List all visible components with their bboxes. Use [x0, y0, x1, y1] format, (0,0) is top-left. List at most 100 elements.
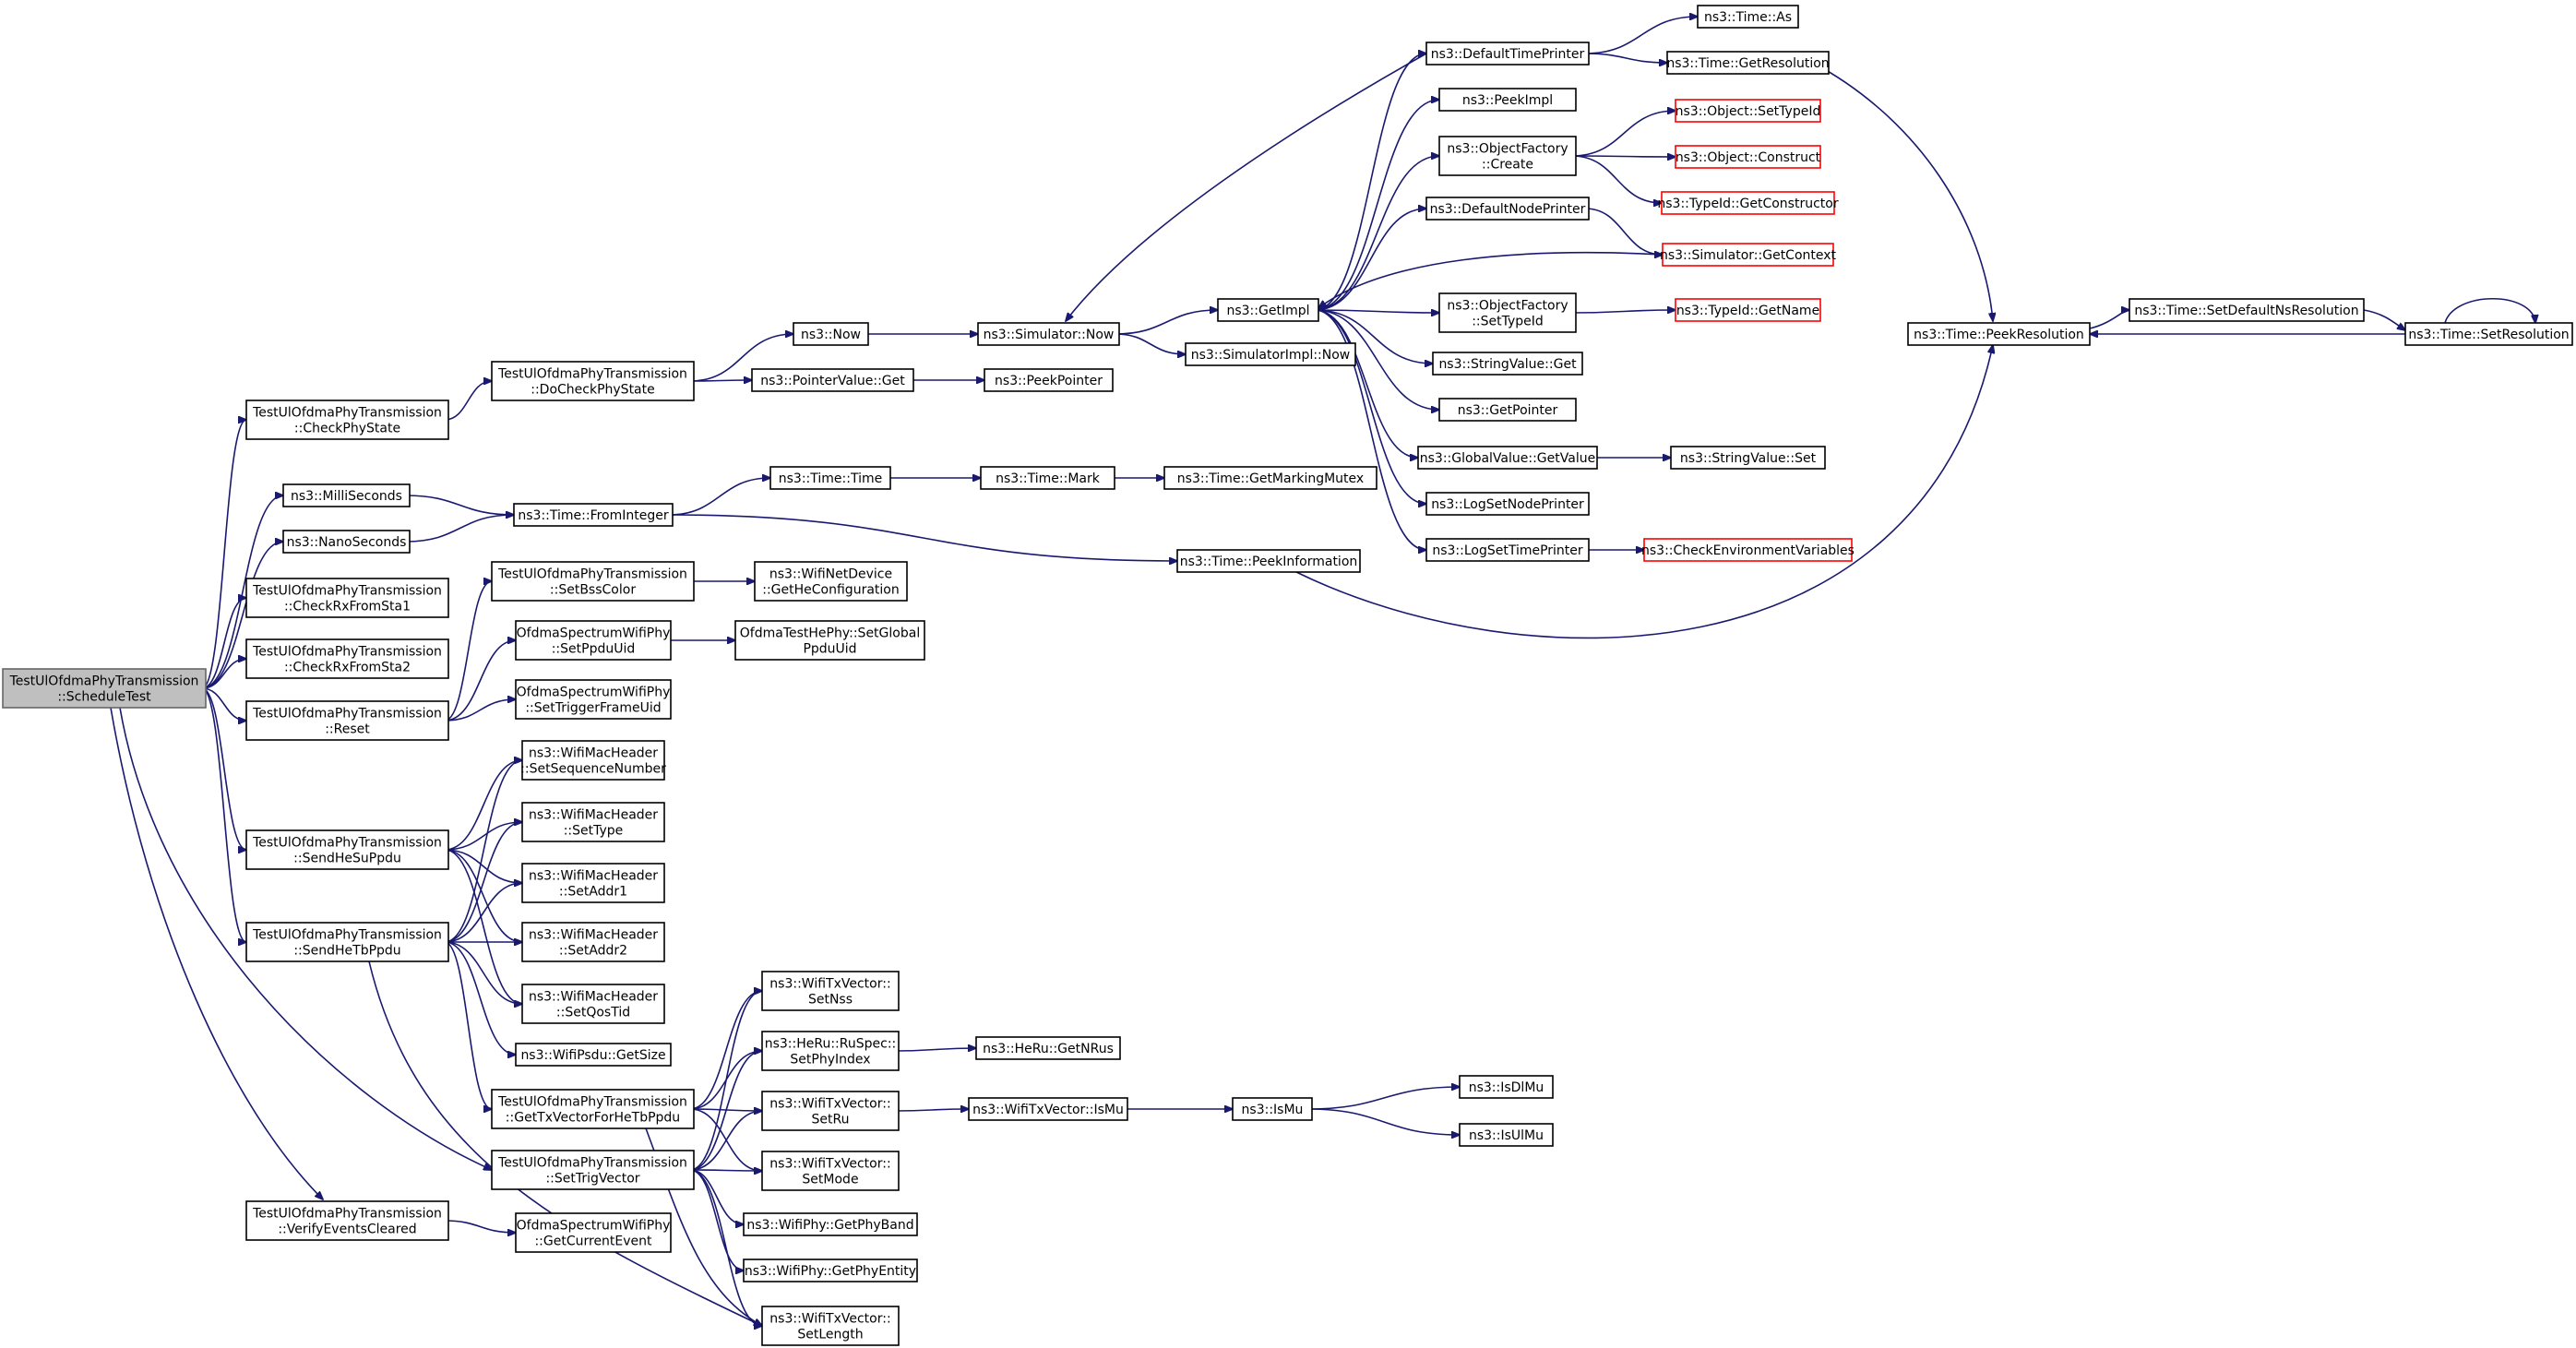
function-node[interactable]: ns3::WifiTxVector::SetLength: [761, 1306, 900, 1346]
call-edge: [110, 707, 323, 1199]
function-node[interactable]: TestUlOfdmaPhyTransmission::CheckRxFromS…: [245, 638, 449, 679]
node-label: OfdmaSpectrumWifiPhy: [517, 626, 671, 641]
function-node[interactable]: ns3::PeekPointer: [984, 368, 1114, 392]
function-node[interactable]: ns3::Now: [793, 322, 869, 346]
function-node[interactable]: ns3::LogSetNodePrinter: [1425, 492, 1590, 516]
function-node[interactable]: ns3::Object::SetTypeId: [1675, 99, 1821, 123]
function-node[interactable]: ns3::ObjectFactory::Create: [1438, 136, 1577, 176]
call-edge: [444, 849, 522, 1004]
node-label: ns3::PeekImpl: [1462, 93, 1553, 108]
function-node[interactable]: TestUlOfdmaPhyTransmission::CheckRxFromS…: [245, 578, 449, 618]
function-node[interactable]: OfdmaSpectrumWifiPhy::SetTriggerFrameUid: [515, 679, 672, 720]
function-node[interactable]: OfdmaSpectrumWifiPhy::SetPpduUid: [515, 620, 672, 661]
function-node[interactable]: ns3::DefaultTimePrinter: [1425, 42, 1590, 66]
node-label: TestUlOfdmaPhyTransmission: [252, 707, 442, 722]
call-edge: [405, 495, 514, 515]
function-node[interactable]: TestUlOfdmaPhyTransmission::VerifyEvents…: [245, 1200, 449, 1241]
function-node[interactable]: ns3::Time::PeekResolution: [1907, 322, 2091, 346]
function-node[interactable]: ns3::Time::FromInteger: [513, 503, 674, 527]
function-node[interactable]: OfdmaSpectrumWifiPhy::GetCurrentEvent: [515, 1212, 672, 1253]
function-node[interactable]: ns3::WifiPhy::GetPhyBand: [743, 1212, 918, 1236]
function-node[interactable]: ns3::MilliSeconds: [282, 483, 411, 507]
function-node[interactable]: TestUlOfdmaPhyTransmission::GetTxVectorF…: [491, 1089, 695, 1129]
function-node[interactable]: ns3::HeRu::RuSpec::SetPhyIndex: [761, 1031, 900, 1071]
node-label: ::Create: [1482, 158, 1533, 173]
function-node[interactable]: ns3::CheckEnvironmentVariables: [1641, 538, 1854, 562]
function-node[interactable]: ns3::Time::PeekInformation: [1176, 549, 1361, 573]
function-node[interactable]: ns3::Time::SetResolution: [2404, 322, 2573, 346]
function-node[interactable]: ns3::IsMu: [1232, 1097, 1313, 1121]
function-node[interactable]: ns3::GetPointer: [1438, 398, 1577, 422]
function-node[interactable]: TestUlOfdmaPhyTransmission::Reset: [245, 700, 449, 741]
function-node[interactable]: ns3::Simulator::GetContext: [1660, 243, 1837, 267]
call-edge: [444, 381, 492, 421]
call-edge: [1115, 333, 1186, 354]
function-node[interactable]: TestUlOfdmaPhyTransmission::DoCheckPhySt…: [491, 361, 695, 401]
call-nodes: TestUlOfdmaPhyTransmission::ScheduleTest…: [2, 5, 2573, 1346]
function-node[interactable]: ns3::LogSetTimePrinter: [1425, 538, 1590, 562]
function-node[interactable]: TestUlOfdmaPhyTransmission::SetBssColor: [491, 561, 695, 602]
node-label: ns3::DefaultTimePrinter: [1431, 47, 1585, 62]
call-edge: [1571, 156, 1676, 157]
call-edge: [201, 659, 246, 689]
root-function-node[interactable]: TestUlOfdmaPhyTransmission::ScheduleTest: [2, 668, 207, 709]
node-label: TestUlOfdmaPhyTransmission: [497, 1095, 687, 1110]
function-node[interactable]: ns3::IsDlMu: [1459, 1075, 1554, 1099]
node-label: TestUlOfdmaPhyTransmission: [497, 567, 687, 582]
call-edge: [689, 1051, 762, 1171]
function-node[interactable]: ns3::TypeId::GetName: [1675, 298, 1821, 322]
function-node[interactable]: TestUlOfdmaPhyTransmission::SendHeTbPpdu: [245, 922, 449, 962]
function-node[interactable]: ns3::WifiMacHeader::SetAddr2: [521, 922, 665, 962]
function-node[interactable]: ns3::Time::As: [1697, 5, 1799, 29]
function-node[interactable]: ns3::WifiTxVector::SetMode: [761, 1151, 900, 1191]
call-edge: [894, 1109, 969, 1111]
function-node[interactable]: TestUlOfdmaPhyTransmission::SendHeSuPpdu: [245, 829, 449, 870]
node-label: ns3::WifiMacHeader: [529, 808, 658, 823]
function-node[interactable]: ns3::ObjectFactory::SetTypeId: [1438, 292, 1577, 333]
function-node[interactable]: TestUlOfdmaPhyTransmission::CheckPhyStat…: [245, 400, 449, 440]
function-node[interactable]: ns3::StringValue::Get: [1432, 352, 1583, 376]
node-label: ns3::Time::Time: [779, 471, 882, 486]
node-label: ns3::Simulator::Now: [984, 328, 1115, 342]
function-node[interactable]: ns3::WifiMacHeader::SetSequenceNumber: [520, 740, 666, 781]
function-node[interactable]: ns3::NanoSeconds: [282, 530, 411, 554]
function-node[interactable]: ns3::Simulator::Now: [977, 322, 1120, 346]
function-node[interactable]: ns3::WifiMacHeader::SetQosTid: [521, 984, 665, 1024]
call-edge: [444, 581, 492, 722]
function-node[interactable]: TestUlOfdmaPhyTransmission::SetTrigVecto…: [491, 1150, 695, 1190]
call-edge: [2363, 309, 2405, 330]
function-node[interactable]: ns3::TypeId::GetConstructor: [1657, 191, 1839, 215]
function-node[interactable]: ns3::HeRu::GetNRus: [975, 1036, 1121, 1060]
function-node[interactable]: ns3::WifiPsdu::GetSize: [515, 1043, 672, 1067]
function-node[interactable]: ns3::WifiTxVector::SetRu: [761, 1091, 900, 1131]
node-label: ns3::PointerValue::Get: [760, 374, 905, 388]
node-label: ns3::PeekPointer: [995, 374, 1103, 388]
function-node[interactable]: ns3::WifiMacHeader::SetType: [521, 802, 665, 842]
function-node[interactable]: ns3::WifiTxVector::SetNss: [761, 971, 900, 1011]
function-node[interactable]: ns3::GlobalValue::GetValue: [1417, 446, 1598, 470]
function-node[interactable]: ns3::Time::Time: [769, 466, 891, 490]
node-label: TestUlOfdmaPhyTransmission: [9, 674, 199, 689]
call-edge: [668, 514, 1177, 561]
function-node[interactable]: ns3::Object::Construct: [1675, 145, 1821, 169]
node-label: ns3::WifiMacHeader: [529, 928, 658, 943]
call-edge: [201, 687, 246, 942]
function-node[interactable]: ns3::Time::GetMarkingMutex: [1163, 466, 1377, 490]
function-node[interactable]: ns3::WifiNetDevice::GetHeConfiguration: [754, 561, 908, 602]
function-node[interactable]: ns3::SimulatorImpl::Now: [1185, 342, 1356, 366]
function-node[interactable]: ns3::Time::Mark: [980, 466, 1115, 490]
function-node[interactable]: ns3::PointerValue::Get: [751, 368, 914, 392]
function-node[interactable]: ns3::PeekImpl: [1438, 88, 1577, 112]
function-node[interactable]: ns3::Time::SetDefaultNsResolution: [2129, 298, 2365, 322]
function-node[interactable]: ns3::WifiTxVector::IsMu: [968, 1097, 1128, 1121]
function-node[interactable]: ns3::GetImpl: [1217, 298, 1319, 322]
function-node[interactable]: ns3::DefaultNodePrinter: [1425, 197, 1590, 221]
function-node[interactable]: ns3::Time::GetResolution: [1666, 51, 1830, 75]
function-node[interactable]: ns3::WifiPhy::GetPhyEntity: [743, 1259, 918, 1282]
function-node[interactable]: ns3::StringValue::Set: [1670, 446, 1826, 470]
call-edge: [119, 707, 492, 1170]
function-node[interactable]: ns3::IsUlMu: [1459, 1123, 1554, 1147]
function-node[interactable]: ns3::WifiMacHeader::SetAddr1: [521, 863, 665, 903]
